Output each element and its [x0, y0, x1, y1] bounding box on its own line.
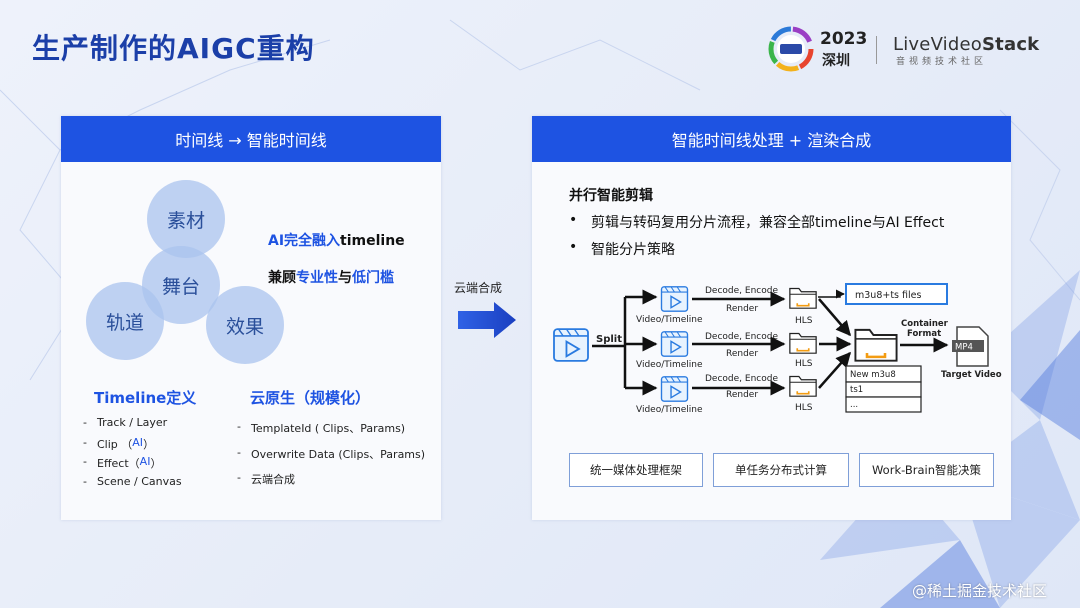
svg-text:New m3u8: New m3u8 [850, 370, 896, 380]
distributed-compute-box: 单任务分布式计算 [713, 453, 849, 487]
timeline-panel: 时间线 → 智能时间线 素材 轨道 效果 舞台 AI完全融入timeline 兼… [61, 116, 441, 520]
logo-divider [876, 36, 877, 64]
svg-text:HLS: HLS [795, 359, 813, 369]
svg-text:Decode, Encode: Decode, Encode [705, 374, 778, 384]
smart-timeline-panel: 智能时间线处理 + 渲染合成 并行智能剪辑 •剪辑与转码复用分片流程，兼容全部t… [532, 116, 1011, 520]
list-item: -Overwrite Data (Clips、Params) [237, 445, 426, 461]
logo-city: 深圳 [822, 53, 850, 69]
circle-material: 素材 [147, 180, 225, 258]
cloud-render-label: 云端合成 [454, 281, 503, 295]
livevideostack-subtitle: 音视频技术社区 [896, 57, 988, 67]
m3u8-list: New m3u8 ts1 ... [845, 365, 922, 413]
page-title: 生产制作的AIGC重构 [32, 32, 315, 65]
list-item: -Scene / Canvas [83, 474, 182, 488]
right-arrow-icon [458, 302, 516, 338]
parallel-editing-heading: 并行智能剪辑 [569, 188, 653, 204]
svg-text:Format: Format [907, 329, 941, 339]
svg-text:Video/Timeline: Video/Timeline [636, 405, 703, 415]
svg-text:HLS: HLS [795, 403, 813, 413]
work-brain-box: Work-Brain智能决策 [859, 453, 994, 487]
source-video-icon [553, 328, 589, 362]
timeline-definition-list: -Track / Layer -Clip （AI） -Effect（AI） -S… [83, 416, 182, 494]
svg-text:ts1: ts1 [850, 385, 863, 395]
timeline-definition-title: Timeline定义 [94, 389, 197, 407]
lane-3: Video/Timeline Decode, Encode Render HLS [636, 374, 817, 415]
svg-text:Render: Render [726, 349, 758, 359]
smart-timeline-panel-header: 智能时间线处理 + 渲染合成 [532, 116, 1011, 162]
svg-text:Render: Render [726, 304, 758, 314]
lane-2: Video/Timeline Decode, Encode Render HLS [636, 331, 817, 370]
list-item: -Clip （AI） [83, 435, 155, 451]
svg-text:Decode, Encode: Decode, Encode [705, 286, 778, 296]
highlight-professional-low-barrier: 兼顾专业性与低门槛 [268, 270, 394, 286]
list-item: -Effect（AI） [83, 455, 162, 470]
unified-media-framework-box: 统一媒体处理框架 [569, 453, 703, 487]
highlight-ai-timeline: AI完全融入timeline [268, 233, 405, 249]
svg-text:HLS: HLS [795, 316, 813, 326]
svg-text:m3u8+ts files: m3u8+ts files [855, 290, 921, 301]
svg-text:Render: Render [726, 390, 758, 400]
circle-effect: 效果 [206, 286, 284, 364]
mp4-file-icon: MP4 [952, 326, 989, 367]
livevideostack-logo: LiveVideoStack [893, 34, 1040, 55]
svg-text:Target Video: Target Video [941, 370, 1002, 380]
split-label: Split [596, 334, 622, 345]
svg-text:Video/Timeline: Video/Timeline [636, 315, 703, 325]
logo-year: 2023 [820, 29, 868, 49]
svg-text:MP4: MP4 [955, 343, 973, 353]
svg-text:...: ... [850, 400, 858, 410]
list-item: -TemplateId ( Clips、Params) [237, 420, 406, 435]
svg-text:Container: Container [901, 319, 949, 329]
svg-text:Video/Timeline: Video/Timeline [636, 360, 703, 370]
cloud-native-list: -TemplateId ( Clips、Params) -Overwrite D… [237, 420, 425, 497]
list-item: -Track / Layer [83, 416, 168, 429]
cloud-native-title: 云原生（规模化） [250, 389, 371, 407]
conference-logo-ring [768, 26, 814, 72]
watermark: @稀土掘金技术社区 [912, 582, 1048, 600]
timeline-panel-header: 时间线 → 智能时间线 [61, 116, 441, 162]
split-render-pipeline-diagram: Split Video/Timeline Decode, Encode Rend… [553, 283, 1002, 415]
bullet-item: •剪辑与转码复用分片流程，兼容全部timeline与AI Effect [569, 212, 945, 231]
circle-stage: 舞台 [142, 246, 220, 324]
container-folder-icon [854, 328, 898, 362]
svg-text:Decode, Encode: Decode, Encode [705, 332, 778, 342]
lane-1: Video/Timeline Decode, Encode Render HLS [636, 286, 817, 326]
list-item: -云端合成 [237, 471, 295, 486]
bullet-item: •智能分片策略 [569, 239, 675, 258]
m3u8-files-box [845, 283, 948, 305]
